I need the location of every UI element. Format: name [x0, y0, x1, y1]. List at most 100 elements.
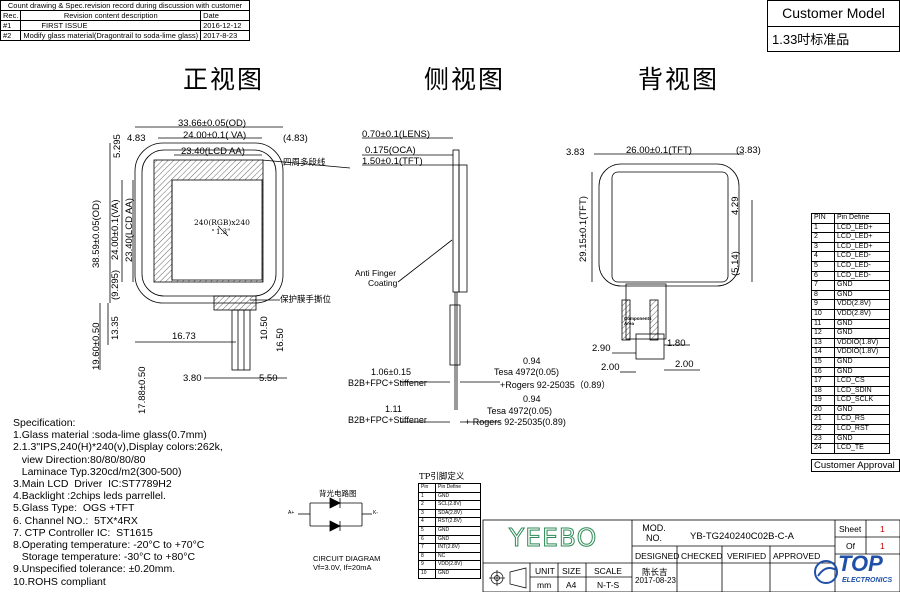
- tp-pin-define: NC: [435, 551, 481, 562]
- yeebo-logo: YEEBO: [508, 523, 598, 553]
- display-size: 1.3": [216, 228, 231, 236]
- spec-line: 5.Glass Type: OGS +TFT: [13, 502, 135, 515]
- front-fpc-w2: 5.50: [259, 373, 278, 384]
- spec-line: 8.Operating temperature: -20°C to +70°C: [13, 539, 205, 552]
- tp-pin-define: RST(2.8V): [435, 517, 481, 527]
- pin-number: 15: [811, 356, 835, 368]
- scale-label: SCALE: [594, 566, 622, 576]
- tp-pin-define: SDA(2.8V): [435, 508, 481, 519]
- pin-define: GND: [834, 433, 890, 445]
- side-s1-rogers: +Rogers 92-25035（0.89）: [500, 380, 611, 390]
- front-top-margin: 5.295: [112, 134, 123, 158]
- pin-number: 12: [811, 328, 835, 339]
- pin-define: LCD_LED-: [834, 260, 890, 272]
- pin-number: 23: [811, 433, 835, 445]
- back-fpc-d: 2.00: [675, 359, 694, 370]
- pin-number: 7: [811, 280, 835, 291]
- spec-line: 6. Channel NO.: 5TX*4RX: [13, 514, 138, 527]
- designer-name: 陈长吉: [642, 568, 668, 578]
- sheet-value: 1: [880, 524, 885, 534]
- spec-line: view Direction:80/80/80/80: [13, 453, 146, 466]
- side-s1-label: B2B+FPC+Stiffener: [348, 378, 427, 388]
- spec-line: 10.ROHS compliant: [13, 575, 106, 588]
- front-va-height: 24.00±0.1(VA): [110, 199, 121, 261]
- side-lens: 0.70±0.1(LENS): [362, 129, 431, 140]
- pin-number: 4: [811, 251, 835, 262]
- note-edge: 四周多段线: [283, 158, 326, 168]
- anti-finger-2: Coating: [368, 278, 398, 288]
- verified-label: VERIFIED: [727, 551, 767, 561]
- pin-number: 6: [811, 270, 835, 282]
- pin-define: LCD_TE: [834, 443, 890, 454]
- pin-define: LCD_LED-: [834, 270, 890, 282]
- front-lcd-height: 23.40(LCD AA): [124, 198, 135, 262]
- tp-pin-number: 3: [418, 508, 436, 519]
- pin-define: GND: [834, 280, 890, 291]
- side-s1-tesa: Tesa 4972(0.05): [494, 367, 560, 377]
- pin-number: 1: [811, 222, 835, 234]
- designed-label: DESIGNED: [635, 551, 680, 561]
- spec-line: 4.Backlight :2chips leds parrellel.: [13, 490, 166, 503]
- tp-pin-number: 10: [418, 568, 436, 579]
- back-top-offset: 4.29: [730, 196, 741, 216]
- pin-number: 9: [811, 299, 835, 310]
- pin-define: GND: [834, 328, 890, 339]
- side-s1-dim: 1.06±0.15: [371, 367, 411, 377]
- front-right-margin: (4.83): [283, 133, 308, 144]
- pin-number: 2: [811, 232, 835, 243]
- tp-col-pin: Pin: [418, 483, 436, 493]
- pin-define: LCD_RST: [834, 424, 890, 435]
- pin-number: 24: [811, 443, 835, 454]
- scale-value: N-T-S: [597, 580, 620, 590]
- tp-pin-define: GND: [435, 534, 481, 545]
- checked-label: CHECKED: [681, 551, 723, 561]
- pin-define: LCD_SDIN: [834, 385, 890, 397]
- tp-pin-define: GND: [435, 491, 481, 502]
- watermark-sub: ELECTRONICS: [842, 577, 893, 584]
- pin-number: 22: [811, 424, 835, 435]
- pin-define: VDDIO(1.8V): [834, 347, 890, 358]
- customer-model-label: Customer Model: [768, 1, 899, 27]
- pin-col-pin: PIN: [811, 213, 835, 224]
- front-outline: [134, 142, 284, 304]
- pin-define: LCD_LED-: [834, 251, 890, 262]
- pin-define: VDD(2.8V): [834, 299, 890, 310]
- back-tft-width: 26.00±0.1(TFT): [626, 145, 692, 156]
- tp-table-title: TP引脚定义: [419, 472, 465, 482]
- specification-block: Specification: 1.Glass material :soda-li…: [13, 417, 223, 588]
- pin-number: 20: [811, 404, 835, 416]
- pin-number: 16: [811, 366, 835, 378]
- back-fpc-a: 2.90: [592, 343, 611, 354]
- circuit-title: 背光电路图: [319, 489, 357, 498]
- pin-col-define: Pin Define: [834, 213, 890, 224]
- watermark-brand: TOP: [838, 551, 883, 576]
- note-film: 保护膜手撕位: [280, 295, 332, 305]
- pin-number: 21: [811, 414, 835, 426]
- pin-define: GND: [834, 356, 890, 368]
- tp-pin-define: GND: [435, 525, 481, 536]
- circuit-anode: A+: [288, 510, 295, 516]
- tp-pin-define: GND: [435, 568, 481, 579]
- side-tft: 1.50±0.1(TFT): [362, 156, 423, 167]
- title-block-frame: [482, 519, 900, 592]
- revision-table: Count drawing & Spec.revision record dur…: [0, 0, 251, 41]
- side-s2-rogers: + Rogers 92-25035(0.89): [465, 417, 566, 427]
- side-s1-top: 0.94: [523, 356, 541, 366]
- tp-pin-number: 5: [418, 525, 436, 536]
- anti-finger-1: Anti Finger: [355, 268, 397, 278]
- circuit-diagram: [298, 497, 372, 532]
- tp-pin-define: SCL(2.8V): [435, 500, 481, 510]
- front-od-width: 33.66±0.05(OD): [178, 118, 247, 129]
- pin-number: 19: [811, 395, 835, 406]
